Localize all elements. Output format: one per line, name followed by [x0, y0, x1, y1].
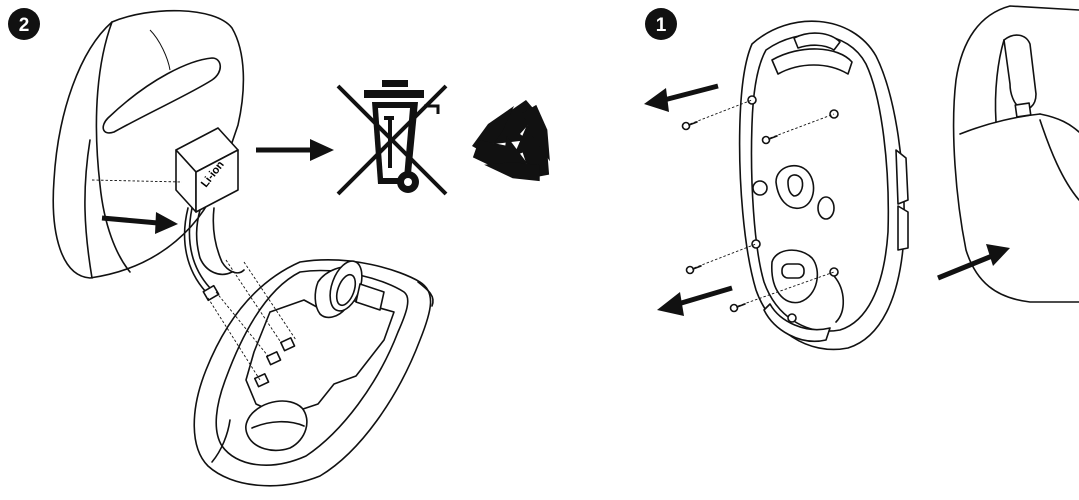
step-2-badge: 2: [8, 8, 40, 40]
step-2-number: 2: [19, 15, 30, 36]
mouse-underside: [740, 21, 908, 349]
remove-arrow-bottom: [657, 288, 732, 316]
screw-icon: [687, 266, 702, 274]
crossed-out-wheelie-bin-icon: [338, 80, 446, 194]
screw-icon: [731, 304, 746, 312]
step-1-badge: 1: [645, 8, 677, 40]
dispose-arrow: [256, 139, 334, 161]
recycle-icon: [467, 100, 576, 204]
step-1-number: 1: [656, 15, 667, 36]
mouse-bottom-housing: [194, 257, 433, 486]
remove-arrow-top: [644, 86, 718, 112]
mouse-side-view: [954, 6, 1079, 302]
battery-pack: Li-ion: [176, 128, 244, 300]
screw-icon: [683, 122, 698, 130]
